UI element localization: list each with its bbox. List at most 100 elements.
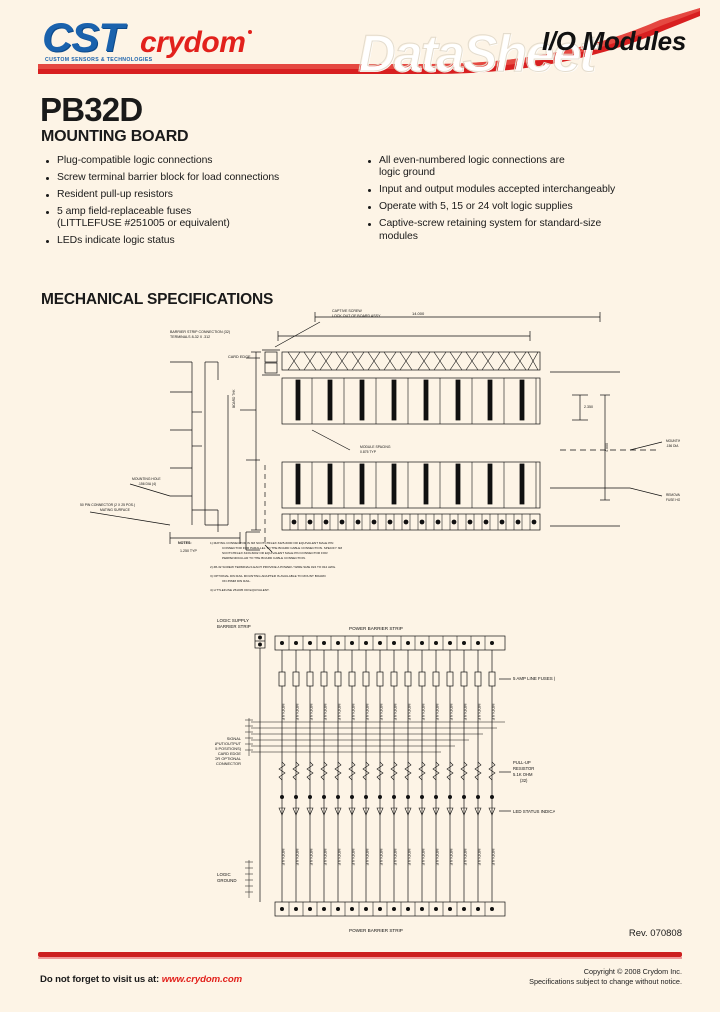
- schematic-label-power-barrier-top: POWER BARRIER STRIP: [349, 626, 403, 631]
- list-item: Screw terminal barrier block for load co…: [44, 172, 344, 184]
- footer-divider: [38, 952, 682, 959]
- list-item: LEDs indicate logic status: [44, 235, 344, 247]
- schematic-module-label: MODULE: [323, 703, 328, 720]
- feature-text: Input and output modules accepted interc…: [379, 184, 616, 196]
- schematic-label-power-barrier-bottom: POWER BARRIER STRIP: [349, 928, 403, 933]
- schematic-label-signal-1: SIGNAL: [227, 736, 242, 741]
- schematic-label-pullup-3: 5.1K OHM: [513, 772, 533, 777]
- drawing-note-1d: PERPENDICULAR TO THE BOARD CABLE CONNECT…: [222, 556, 306, 560]
- feature-text: 5 amp field-replaceable fuses: [57, 206, 192, 217]
- schematic-label-logic-supply-1: LOGIC SUPPLY: [217, 618, 249, 623]
- drawing-note-mounting-holes: MOUNTING HOLES (4): [666, 439, 680, 443]
- features-left-column: Plug-compatible logic connections Screw …: [44, 155, 344, 252]
- drawing-label-board-thickness: BOARD THK: [232, 389, 236, 408]
- schematic-label-pullup-1: PULL-UP: [513, 760, 531, 765]
- drawing-label-module-width: 0.875 TYP: [360, 450, 377, 454]
- schematic-label-signal-6: PIN CONNECTOR: [215, 761, 241, 766]
- schematic-module-label: MODULE: [337, 703, 342, 720]
- schematic-label-pullup-4: (32): [520, 778, 528, 783]
- schematic-module-label: MODULE: [281, 848, 286, 865]
- drawing-label-barrier-strip: BARRIER STRIP CONNECTION (32): [170, 330, 230, 334]
- feature-text: Screw terminal barrier block for load co…: [57, 172, 280, 183]
- schematic-module-label: MODULE: [463, 848, 468, 865]
- schematic-module-label: MODULE: [491, 703, 496, 720]
- disclaimer-text: Specifications subject to change without…: [529, 977, 682, 986]
- schematic-label-led: LED STATUS INDICATOR (32): [513, 809, 555, 814]
- datasheet-watermark: DataSheet: [357, 25, 596, 84]
- drawing-dim-height: 2.350: [584, 405, 593, 409]
- list-item: Input and output modules accepted interc…: [366, 184, 686, 196]
- list-item: 5 amp field-replaceable fuses (LITTLEFUS…: [44, 206, 344, 231]
- schematic-module-label: MODULE: [421, 703, 426, 720]
- drawing-note-3a: 3) OPTIONAL DIN RAIL MOUNTING ADAPTER IS…: [210, 574, 326, 578]
- drawing-note-1a: 1) MATING CONNECTOR IS 3M SCOTCHFLEX 342…: [210, 541, 333, 545]
- list-item: Resident pull-up resistors: [44, 189, 344, 201]
- list-item: Operate with 5, 15 or 24 volt logic supp…: [366, 201, 686, 213]
- schematic-label-signal-4: CARD EDGE: [218, 751, 242, 756]
- feature-text: All even-numbered logic connections are: [379, 155, 565, 166]
- schematic-module-label: MODULE: [281, 703, 286, 720]
- drawing-note-1c: SCOTCHFLEX 3433-6002 OR EQUIVALENT MALE …: [222, 551, 328, 555]
- category-heading: I/O Modules: [541, 26, 686, 56]
- footer-visit-note: Do not forget to visit us at: www.crydom…: [40, 974, 242, 985]
- schematic-module-label: MODULE: [463, 703, 468, 720]
- feature-text: Plug-compatible logic connections: [57, 155, 213, 166]
- list-item: Captive-screw retaining system for stand…: [366, 218, 686, 243]
- schematic-label-signal-5: OR OPTIONAL: [215, 756, 242, 761]
- schematic-module-label: MODULE: [365, 703, 370, 720]
- schematic-label-logic-ground-1: LOGIC: [217, 872, 231, 877]
- page-header: CST CUSTOM SENSORS & TECHNOLOGIES crydom…: [0, 0, 720, 92]
- feature-text: LEDs indicate logic status: [57, 235, 175, 247]
- schematic-label-logic-ground-2: GROUND: [217, 878, 237, 883]
- feature-text: Operate with 5, 15 or 24 volt logic supp…: [379, 201, 573, 213]
- drawing-note-holes-dia: .156 DIA: [666, 444, 679, 448]
- drawing-label-mounting-hole: MOUNTING HOLE: [132, 477, 161, 481]
- drawing-label-captive-screw: CAPTIVE SCREW: [332, 309, 362, 313]
- schematic-module-label: MODULE: [309, 703, 314, 720]
- feature-text-continued: logic ground: [379, 167, 436, 179]
- schematic-module-label: MODULE: [449, 848, 454, 865]
- revision-label: Rev. 070808: [628, 928, 682, 939]
- schematic-module-label: MODULE: [407, 848, 412, 865]
- schematic-module-label: MODULE: [477, 703, 482, 720]
- feature-text-continued: modules: [379, 230, 418, 242]
- schematic-module-label: MODULE: [351, 703, 356, 720]
- schematic-drawing: LOGIC SUPPLY BARRIER STRIP POWER BARRIER…: [215, 612, 555, 947]
- schematic-module-label: MODULE: [309, 848, 314, 865]
- schematic-module-label: MODULE: [295, 703, 300, 720]
- crydom-logo-text: crydom: [140, 26, 253, 59]
- schematic-module-label: MODULE: [449, 703, 454, 720]
- schematic-label-pullup-2: RESISTOR: [513, 766, 534, 771]
- drawing-label-card-edge: CARD EDGE: [228, 355, 251, 359]
- schematic-module-label: MODULE: [379, 703, 384, 720]
- schematic-label-fuses: 5 AMP LINE FUSES (32): [513, 676, 555, 681]
- page-subtitle: MOUNTING BOARD: [41, 128, 189, 145]
- schematic-module-label: MODULE: [337, 848, 342, 865]
- schematic-module-label: MODULE: [435, 848, 440, 865]
- drawing-label-barrier-terminals: TERMINALS 8-32 X .312: [170, 335, 210, 339]
- list-item: Plug-compatible logic connections: [44, 155, 344, 167]
- copyright-text: Copyright © 2008 Crydom Inc.: [583, 967, 682, 976]
- drawing-note-2: 2) #8-32 SCREW TERMINALS EACH PROVIDE A …: [210, 565, 336, 569]
- schematic-module-label: MODULE: [393, 703, 398, 720]
- schematic-module-label: MODULE: [421, 848, 426, 865]
- mechanical-drawing: CAPTIVE SCREW LOCK OUT OF BOARD ASSY BAR…: [60, 300, 680, 610]
- features-right-column: All even-numbered logic connections are …: [366, 155, 686, 248]
- drawing-dim-width: 1.250 TYP: [180, 549, 198, 553]
- schematic-module-label: MODULE: [295, 848, 300, 865]
- schematic-module-label: MODULE: [477, 848, 482, 865]
- drawing-dim-side: 4.000: [605, 443, 609, 452]
- drawing-dim-overall: 14.000: [412, 311, 425, 316]
- drawing-note-3b: ON 35MM DIN RAIL.: [222, 579, 251, 583]
- crydom-website-link[interactable]: www.crydom.com: [161, 974, 243, 985]
- drawing-label-mounting-hole-dia: .156 DIA (4): [138, 482, 156, 486]
- drawing-note-fuse-holders-2: FUSE HOLDERS (32): [666, 498, 680, 502]
- list-item: All even-numbered logic connections are …: [366, 155, 686, 180]
- footer-legal: Copyright © 2008 Crydom Inc. Specificati…: [529, 967, 682, 987]
- drawing-label-pin-connector: 50 PIN CONNECTOR (2 X 25 POS.): [80, 503, 135, 507]
- schematic-module-label: MODULE: [365, 848, 370, 865]
- drawing-label-connector-mating: MATING SURFACE: [100, 508, 131, 512]
- schematic-module-label: MODULE: [323, 848, 328, 865]
- schematic-label-signal-3: 50 PIN (2 X 25 POSITIONS): [215, 746, 242, 751]
- schematic-module-label: MODULE: [379, 848, 384, 865]
